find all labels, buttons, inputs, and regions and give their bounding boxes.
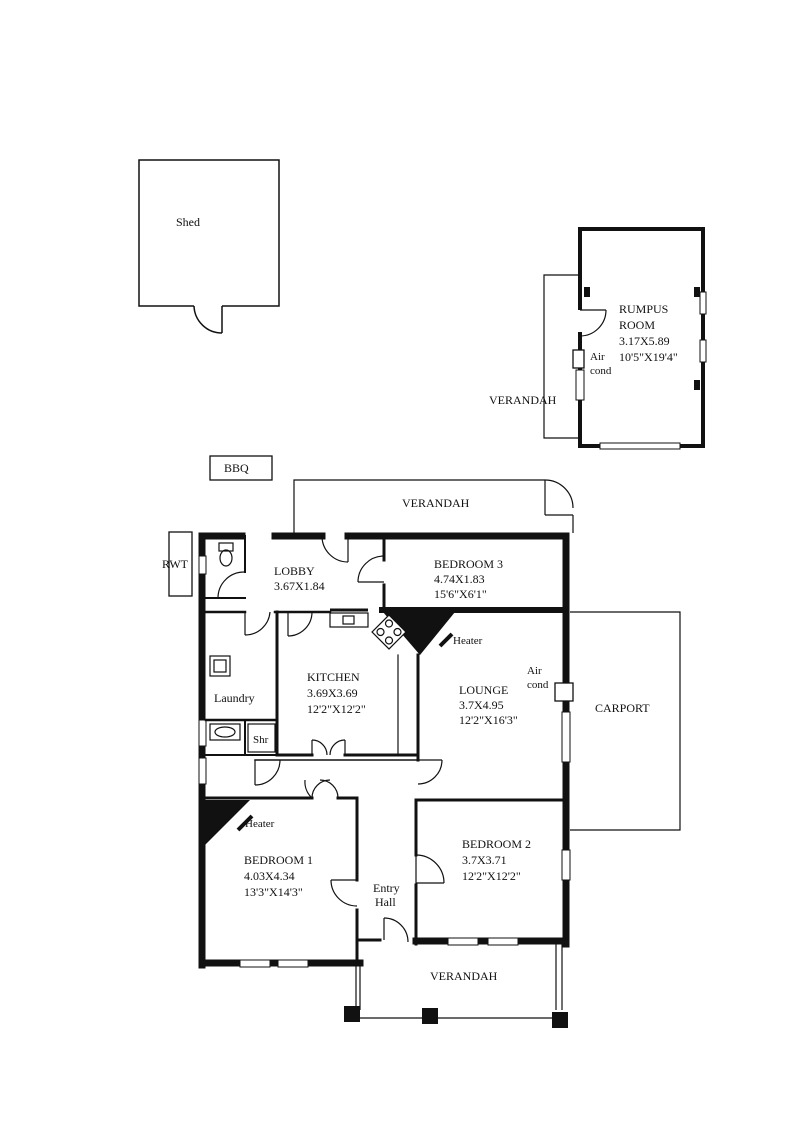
bedroom3-dim-metric: 4.74X1.83 (434, 572, 485, 586)
bedroom1-dim-imperial: 13'3"X14'3" (244, 885, 303, 899)
entry-label-1: Entry (373, 881, 400, 895)
rumpus-air-cond-1: Air (590, 351, 605, 363)
front-verandah-label: VERANDAH (430, 969, 498, 983)
stove-icon (371, 614, 407, 650)
interior-walls (204, 534, 569, 967)
door-swings (217, 535, 445, 943)
bedroom1-label: BEDROOM 1 (244, 853, 313, 867)
carport (570, 611, 681, 831)
kitchen-label: KITCHEN (307, 670, 360, 684)
shed (138, 159, 280, 334)
lounge-air-cond-1: Air (527, 665, 542, 677)
bedroom3-label: BEDROOM 3 (434, 557, 503, 571)
bedroom2-dim-imperial: 12'2"X12'2" (462, 869, 521, 883)
air-conditioner-icon (572, 349, 585, 369)
lounge-air-cond-2: cond (527, 679, 549, 691)
rumpus-verandah (543, 274, 578, 439)
fixtures (209, 542, 454, 832)
laundry-tub-icon (209, 655, 231, 677)
air-conditioner-icon (554, 682, 574, 702)
bedroom1-heater-label: Heater (245, 818, 275, 830)
shed-label: Shed (176, 215, 200, 229)
toilet-icon (218, 542, 234, 552)
bedroom1-heater-icon (236, 814, 254, 832)
bedroom2-label: BEDROOM 2 (462, 837, 531, 851)
front-verandah (344, 944, 568, 1028)
lounge-heater-icon (438, 632, 454, 648)
post (344, 1006, 360, 1022)
bedroom1-dim-metric: 4.03X4.34 (244, 869, 295, 883)
shower-label: Shr (253, 734, 269, 746)
shower-icon (247, 723, 276, 753)
kitchen-sink-icon (329, 612, 369, 628)
lounge-dim-metric: 3.7X4.95 (459, 698, 504, 712)
kitchen-dim-imperial: 12'2"X12'2" (307, 702, 366, 716)
rumpus-dim-metric: 3.17X5.89 (619, 334, 670, 348)
lounge-label: LOUNGE (459, 683, 508, 697)
windows (198, 555, 571, 968)
carport-label: CARPORT (595, 701, 650, 715)
top-verandah-label: VERANDAH (402, 496, 470, 510)
rwt-tank (168, 531, 193, 597)
bbq-label: BBQ (224, 461, 249, 475)
lounge-dim-imperial: 12'2"X16'3" (459, 713, 518, 727)
rumpus-air-cond-2: cond (590, 365, 612, 377)
rumpus-dim-imperial: 10'5"X19'4" (619, 350, 678, 364)
rumpus-room (572, 227, 707, 450)
bedroom1-heater-corner (205, 800, 250, 845)
rumpus-title-2: ROOM (619, 318, 655, 332)
lobby-dim: 3.67X1.84 (274, 579, 325, 593)
bbq-box (209, 455, 273, 481)
laundry-label: Laundry (214, 691, 255, 705)
rumpus-title-1: RUMPUS (619, 302, 668, 316)
rwt-label: RWT (162, 557, 189, 571)
rumpus-verandah-label: VERANDAH (489, 393, 557, 407)
bedroom2-dim-metric: 3.7X3.71 (462, 853, 507, 867)
basin-icon (209, 723, 241, 741)
lounge-heater-label: Heater (453, 635, 483, 647)
lobby-label: LOBBY (274, 564, 315, 578)
post (552, 1012, 568, 1028)
post (422, 1008, 438, 1024)
bedroom3-dim-imperial: 15'6"X6'1" (434, 587, 487, 601)
entry-label-2: Hall (375, 895, 396, 909)
kitchen-dim-metric: 3.69X3.69 (307, 686, 358, 700)
lounge-heater-corner (383, 612, 455, 655)
top-verandah (293, 479, 574, 533)
